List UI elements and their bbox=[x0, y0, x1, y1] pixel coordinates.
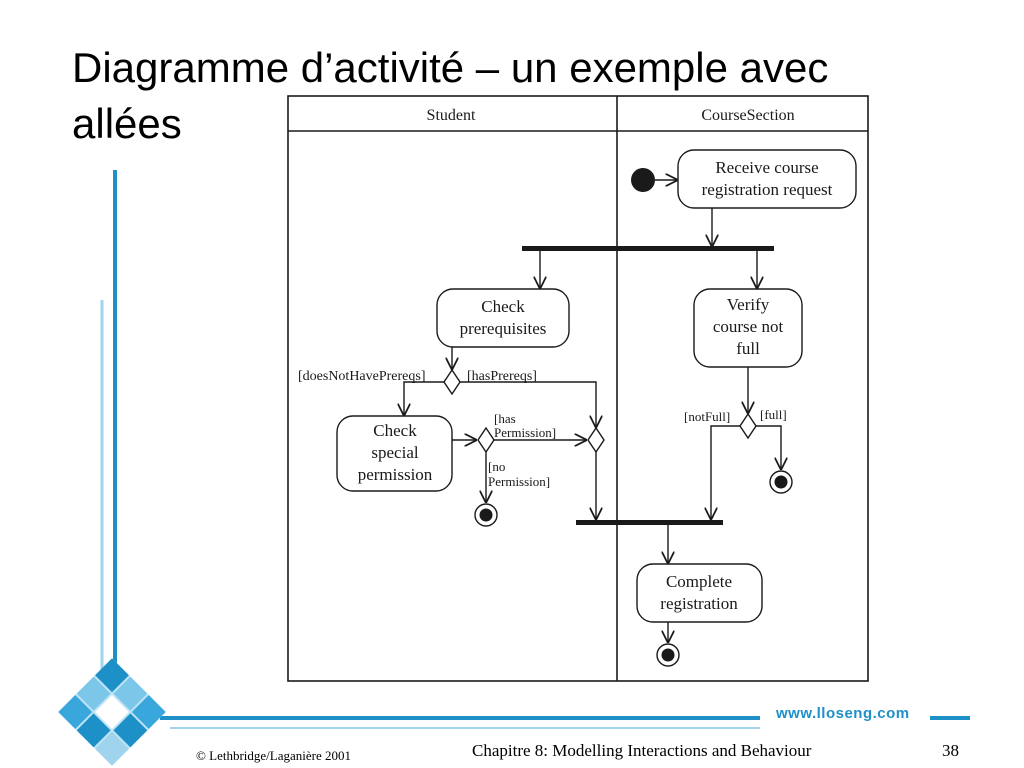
activity-check-permission bbox=[336, 415, 453, 492]
guard-has-permission-2: Permission] bbox=[494, 425, 556, 440]
activity-check-prereqs-label-1: Check bbox=[481, 297, 525, 316]
initial-node bbox=[631, 168, 655, 192]
join-bar bbox=[576, 520, 723, 525]
activity-receive-request bbox=[677, 149, 857, 209]
mosaic-logo bbox=[58, 658, 166, 766]
edge-not-full-to-join bbox=[711, 425, 740, 520]
activity-check-prereqs-label-2: prerequisites bbox=[460, 319, 547, 338]
guard-no-permission-1: [no bbox=[488, 459, 505, 474]
activity-verify-label-1: Verify bbox=[727, 295, 770, 314]
guard-not-full: [notFull] bbox=[684, 409, 730, 424]
final-node-full bbox=[769, 470, 793, 494]
page-number: 38 bbox=[942, 741, 959, 760]
final-node-complete bbox=[656, 643, 680, 667]
guard-has-permission-1: [has bbox=[494, 411, 516, 426]
activity-permission-label-1: Check bbox=[373, 421, 417, 440]
activity-complete-label-1: Complete bbox=[666, 572, 732, 591]
slide-title-line-1: Diagramme d’activité – un exemple avec bbox=[72, 44, 829, 91]
guard-does-not-have-prereqs: [doesNotHavePrereqs] bbox=[298, 369, 426, 384]
swimlane-student: Student bbox=[427, 107, 476, 124]
slide-title-line-2: allées bbox=[72, 100, 182, 147]
guard-full: [full] bbox=[760, 407, 787, 422]
guard-no-permission-2: Permission] bbox=[488, 474, 550, 489]
swimlane-coursesection: CourseSection bbox=[701, 107, 794, 124]
slide-title: Diagramme d’activité – un exemple avec a… bbox=[72, 40, 932, 152]
activity-permission-label-2: special bbox=[371, 443, 418, 462]
edge-full-to-final bbox=[756, 425, 781, 470]
activity-permission-label-3: permission bbox=[358, 465, 433, 484]
decision-prerequisites bbox=[443, 368, 461, 396]
activity-receive-label-2: registration request bbox=[702, 180, 833, 199]
final-node-no-permission bbox=[474, 503, 498, 527]
activity-check-prerequisites bbox=[436, 288, 570, 348]
fork-bar bbox=[522, 246, 774, 251]
activity-complete-label-2: registration bbox=[660, 594, 738, 613]
guard-has-prereqs: [hasPrereqs] bbox=[467, 369, 537, 384]
brand-url: www.lloseng.com bbox=[776, 705, 910, 722]
activity-complete-registration bbox=[636, 563, 763, 623]
edge-no-prereqs-to-permission bbox=[404, 381, 444, 416]
activity-receive-label-1: Receive course bbox=[715, 158, 818, 177]
decision-course-full bbox=[739, 412, 757, 440]
footer-copyright: © Lethbridge/Laganière 2001 bbox=[196, 748, 351, 763]
activity-verify-label-3: full bbox=[736, 339, 760, 358]
activity-verify-label-2: course not bbox=[713, 317, 784, 336]
footer-chapter: Chapitre 8: Modelling Interactions and B… bbox=[472, 741, 812, 760]
edge-has-prereqs-to-merge bbox=[460, 381, 596, 428]
